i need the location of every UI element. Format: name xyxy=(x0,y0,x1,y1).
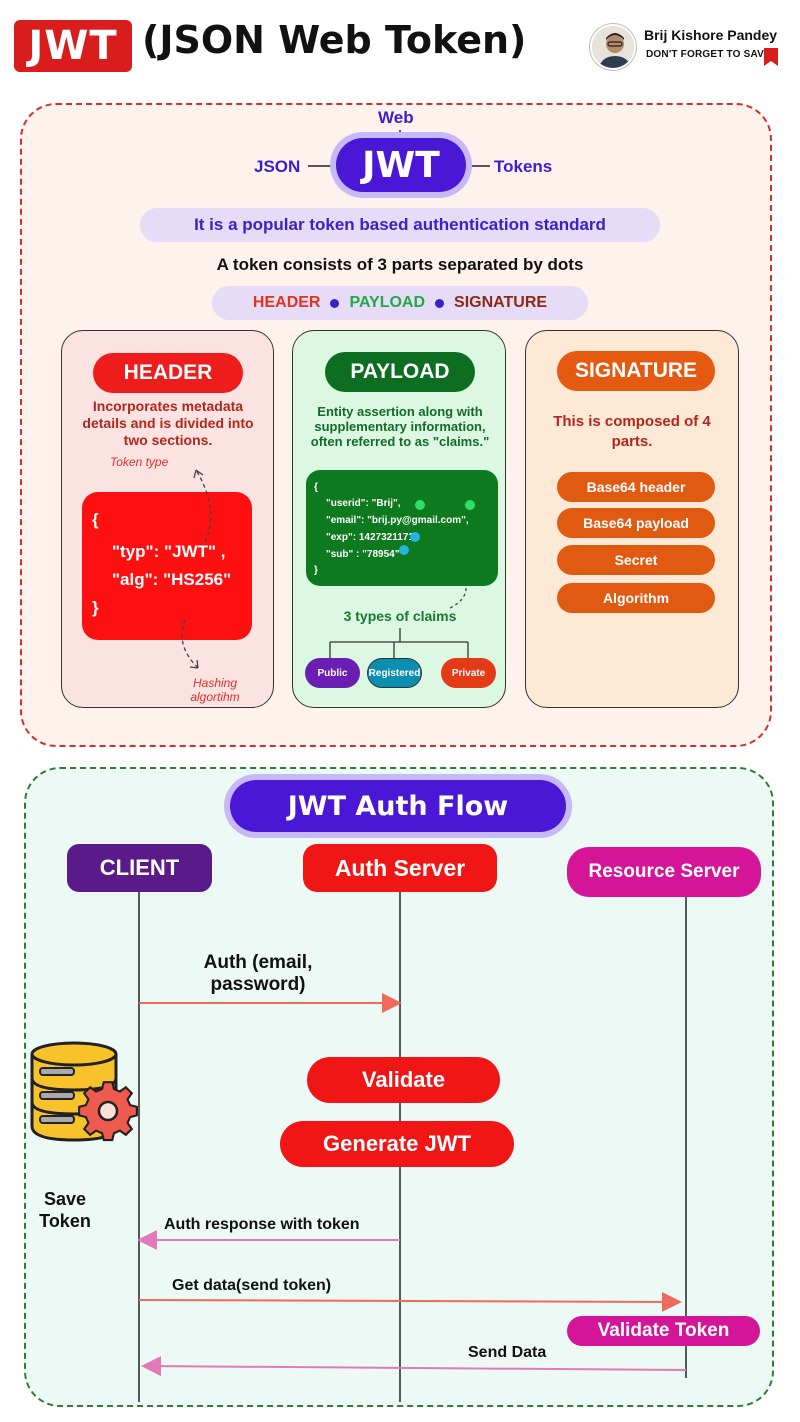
payload-code-block: { "userid": "Brij", "email": "brij.py@gm… xyxy=(306,470,498,586)
part-signature-label: SIGNATURE xyxy=(454,294,548,311)
signature-description: This is composed of 4 parts. xyxy=(553,413,711,450)
claims-title: 3 types of claims xyxy=(343,608,457,624)
get-data-label: Get data(send token) xyxy=(172,1277,332,1294)
signature-part-base64-header: Base64 header xyxy=(557,472,715,502)
part-header-label: HEADER xyxy=(252,294,321,311)
signature-part-base64-payload: Base64 payload xyxy=(557,508,715,538)
bookmark-icon xyxy=(764,48,778,66)
author-note: DON'T FORGET TO SAVE xyxy=(646,49,771,60)
claim-private: Private xyxy=(441,658,496,688)
database-gear-icon xyxy=(30,1041,138,1142)
code-line: } xyxy=(92,598,99,617)
header-code-block: { "typ": "JWT" , "alg": "HS256" } xyxy=(82,492,252,640)
validate-token-step: Validate Token xyxy=(567,1316,760,1346)
code-line: "email": "brij.py@gmail.com", xyxy=(326,515,469,526)
client-actor: CLIENT xyxy=(67,844,212,892)
word-json: JSON xyxy=(254,157,301,176)
code-line: "typ": "JWT" , xyxy=(112,542,226,561)
header-description: Incorporates metadata details and is div… xyxy=(82,398,254,448)
code-line: "sub" : "78954" xyxy=(326,549,400,560)
dot-separator xyxy=(435,298,445,308)
payload-description: Entity assertion along with supplementar… xyxy=(310,404,490,449)
token-type-label: Token type xyxy=(110,455,169,469)
send-data-label: Send Data xyxy=(468,1344,547,1361)
resource-server-actor: Resource Server xyxy=(567,847,761,897)
page-title: (JSON Web Token) xyxy=(142,18,527,62)
validate-step: Validate xyxy=(307,1057,500,1103)
auth-server-actor: Auth Server xyxy=(303,844,497,892)
title-badge: JWT xyxy=(14,20,132,72)
author-name: Brij Kishore Pandey xyxy=(644,27,778,43)
signature-title: SIGNATURE xyxy=(557,351,715,391)
auth-request-label: Auth (email, password) xyxy=(203,952,313,995)
code-line: { xyxy=(92,510,99,529)
parts-banner: HEADER PAYLOAD SIGNATURE xyxy=(212,286,588,320)
parts-text: A token consists of 3 parts separated by… xyxy=(216,255,584,274)
avatar xyxy=(590,24,636,70)
part-payload-label: PAYLOAD xyxy=(349,294,426,311)
code-line: { xyxy=(314,482,318,493)
payload-title: PAYLOAD xyxy=(325,352,475,392)
header-title: HEADER xyxy=(93,353,243,393)
save-token-label: Save Token xyxy=(39,1189,91,1231)
claim-registered: Registered xyxy=(367,658,422,688)
person-icon xyxy=(592,26,634,68)
signature-part-algorithm: Algorithm xyxy=(557,583,715,613)
word-web: Web xyxy=(378,108,414,127)
standard-banner: It is a popular token based authenticati… xyxy=(140,208,660,242)
generate-jwt-step: Generate JWT xyxy=(280,1121,514,1167)
claim-public: Public xyxy=(305,658,360,688)
code-line: "userid": "Brij", xyxy=(326,498,401,509)
signature-part-secret: Secret xyxy=(557,545,715,575)
dot-separator xyxy=(330,298,340,308)
auth-response-label: Auth response with token xyxy=(164,1216,360,1233)
hashing-label: Hashing algortihm xyxy=(190,676,240,704)
code-line: } xyxy=(314,565,318,576)
code-line: "exp": 1427321171 xyxy=(326,532,414,543)
flow-title: JWT Auth Flow xyxy=(230,780,566,832)
jwt-logo: JWT xyxy=(336,138,466,192)
word-tokens: Tokens xyxy=(494,157,553,176)
code-line: "alg": "HS256" xyxy=(112,570,232,589)
